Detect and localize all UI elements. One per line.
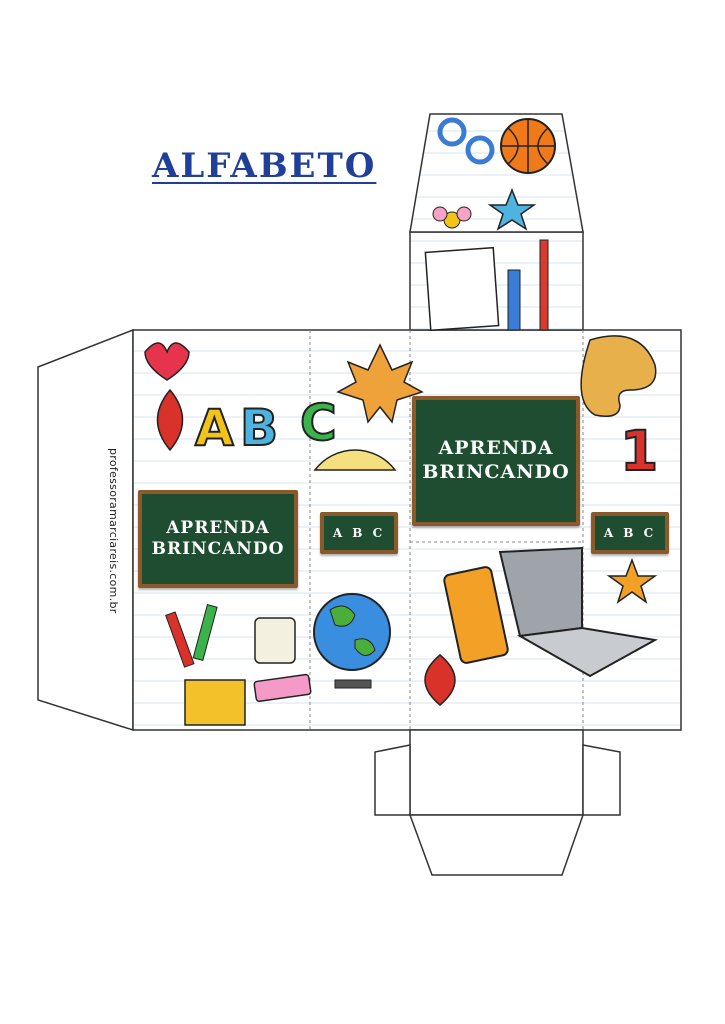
chalkboard-side-line2: BRINCANDO — [151, 539, 285, 559]
svg-text:1: 1 — [620, 419, 658, 483]
chalkboard-front-line2: BRINCANDO — [422, 461, 570, 483]
chalkboard-label-left-text: A B C — [332, 525, 386, 540]
chalkboard-side: APRENDA BRINCANDO — [138, 490, 298, 588]
chalkboard-side-line1: APRENDA — [166, 517, 270, 538]
chalkboard-label-right-text: A B C — [603, 525, 657, 540]
chalkboard-label-left: A B C — [320, 512, 398, 554]
bottom-tab — [408, 814, 585, 876]
bottom-panel — [409, 729, 584, 816]
clipart-decorations: A B C 1 — [144, 117, 659, 726]
chalkboard-front-line1: APRENDA — [438, 437, 554, 460]
svg-text:B: B — [240, 399, 278, 457]
page-title: ALFABETO — [152, 146, 377, 186]
svg-text:C: C — [300, 394, 337, 452]
website-credit: professoramarciareis.com.br — [107, 448, 120, 614]
svg-text:A: A — [195, 399, 234, 457]
chalkboard-label-right: A B C — [591, 512, 669, 554]
chalkboard-front: APRENDA BRINCANDO — [412, 396, 580, 526]
bottom-flap-right — [582, 744, 621, 816]
bottom-flap-left — [374, 744, 411, 816]
